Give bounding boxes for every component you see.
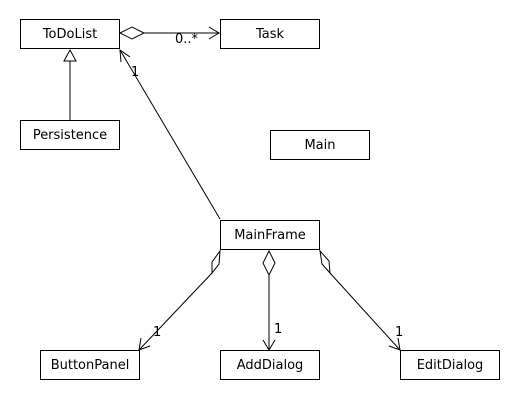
aggregation-mainframe-editdialog xyxy=(319,249,401,351)
aggregation-diamond xyxy=(319,249,331,275)
class-persistence[interactable]: Persistence xyxy=(20,120,120,150)
multiplicity-mainframe-todolist: 1 xyxy=(131,65,140,80)
class-adddialog[interactable]: AddDialog xyxy=(220,350,320,380)
arrowhead xyxy=(119,48,131,63)
arrowhead xyxy=(208,26,220,40)
class-mainframe[interactable]: MainFrame xyxy=(220,220,320,250)
aggregation-line xyxy=(329,272,401,351)
class-buttonpanel[interactable]: ButtonPanel xyxy=(40,350,140,380)
multiplicity-mainframe-buttonpanel: 1 xyxy=(153,325,162,340)
class-main[interactable]: Main xyxy=(270,130,370,160)
aggregation-diamond xyxy=(211,249,221,275)
aggregation-diamond xyxy=(262,249,276,277)
multiplicity-todolist-task: 0..* xyxy=(175,32,199,47)
class-todolist[interactable]: ToDoList xyxy=(20,19,120,49)
association-mainframe-todolist xyxy=(119,48,221,220)
aggregation-todolist-task xyxy=(118,26,220,40)
generalization-triangle xyxy=(63,48,77,62)
aggregation-diamond xyxy=(118,26,146,40)
association-line xyxy=(119,49,221,220)
generalization-persistence-todolist xyxy=(63,48,77,120)
aggregation-line xyxy=(138,272,213,351)
class-editdialog[interactable]: EditDialog xyxy=(400,350,500,380)
multiplicity-mainframe-editdialog: 1 xyxy=(395,325,404,340)
class-task[interactable]: Task xyxy=(220,19,320,49)
aggregation-mainframe-buttonpanel xyxy=(138,249,221,351)
multiplicity-mainframe-adddialog: 1 xyxy=(274,322,283,337)
